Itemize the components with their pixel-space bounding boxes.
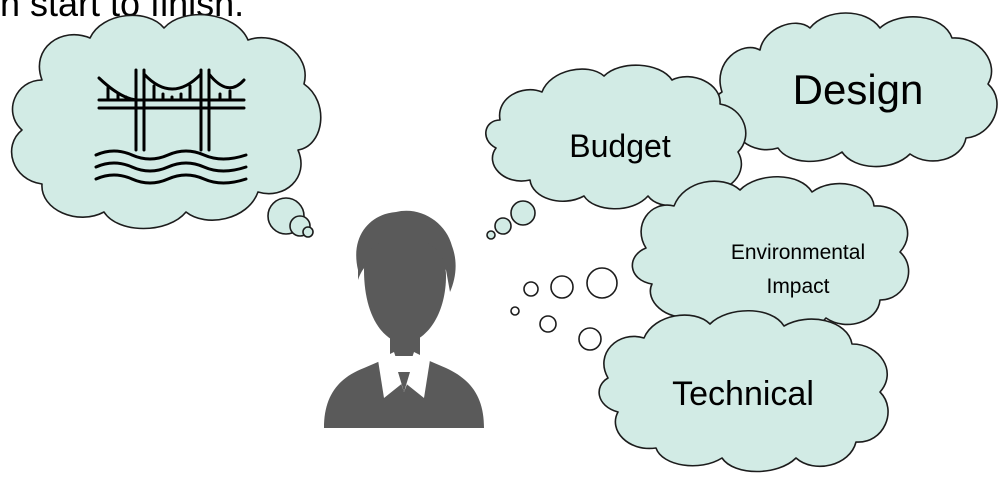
thought-circle-right-large [586,267,618,299]
thought-circle-lower-small [510,306,520,316]
budget-thought-circle-medium [494,217,512,235]
environmental-impact-label-line1: Environmental [730,241,866,264]
budget-label: Budget [569,128,671,164]
thought-circle-right-small [523,281,539,297]
thought-circle-lower-large [578,327,602,351]
budget-thought-circle-large [510,200,536,226]
bridge-thought-cloud [10,13,322,230]
design-label: Design [792,66,924,113]
technical-thought-cloud [598,309,889,473]
thought-circle-lower-medium [539,315,557,333]
design-thought-cloud [714,12,998,168]
budget-thought-cloud [485,64,747,210]
person-icon [324,210,484,428]
thought-circle-right-medium [550,275,574,299]
budget-thought-circle-small [486,230,496,240]
bridge-thought-circle-small [302,226,314,238]
technical-label: Technical [672,375,814,413]
bridge-icon [94,68,248,185]
environmental-impact-label-line2: Impact [766,275,830,298]
